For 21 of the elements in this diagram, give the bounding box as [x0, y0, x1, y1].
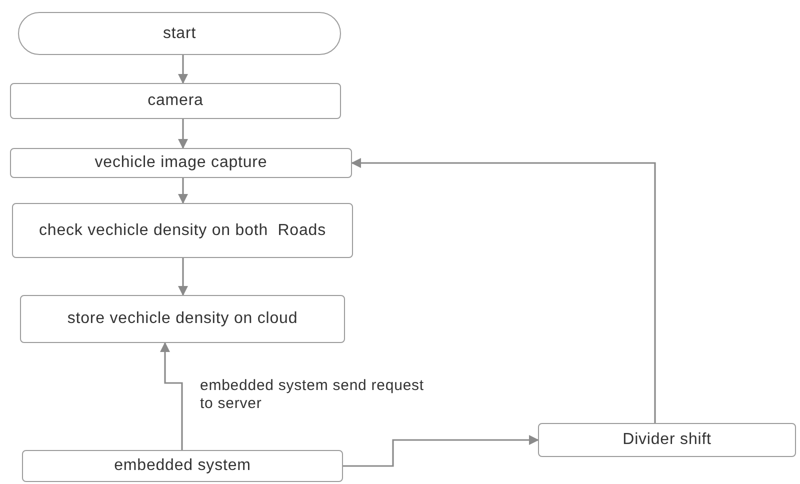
arrow — [351, 158, 656, 423]
process-box — [20, 295, 345, 343]
arrow — [178, 55, 188, 84]
terminal-shape — [18, 12, 341, 55]
arrow — [178, 258, 188, 296]
arrow — [178, 119, 188, 149]
process-box — [10, 148, 352, 178]
arrow — [343, 435, 539, 467]
node-label: vechicle image capture — [94, 154, 268, 172]
process-box — [538, 423, 796, 457]
process-box — [22, 450, 343, 482]
arrow — [178, 178, 188, 204]
node-label: store vechicle density on cloud — [67, 310, 298, 328]
node-label: camera — [148, 92, 204, 110]
process-box — [10, 83, 341, 119]
arrow — [160, 342, 183, 450]
node-label: start — [162, 24, 196, 42]
node-label: check vechicle density on both Roads — [39, 222, 326, 240]
process-box — [12, 203, 353, 258]
node-label: Divider shift — [622, 431, 712, 449]
node-label: embedded system — [114, 457, 251, 475]
